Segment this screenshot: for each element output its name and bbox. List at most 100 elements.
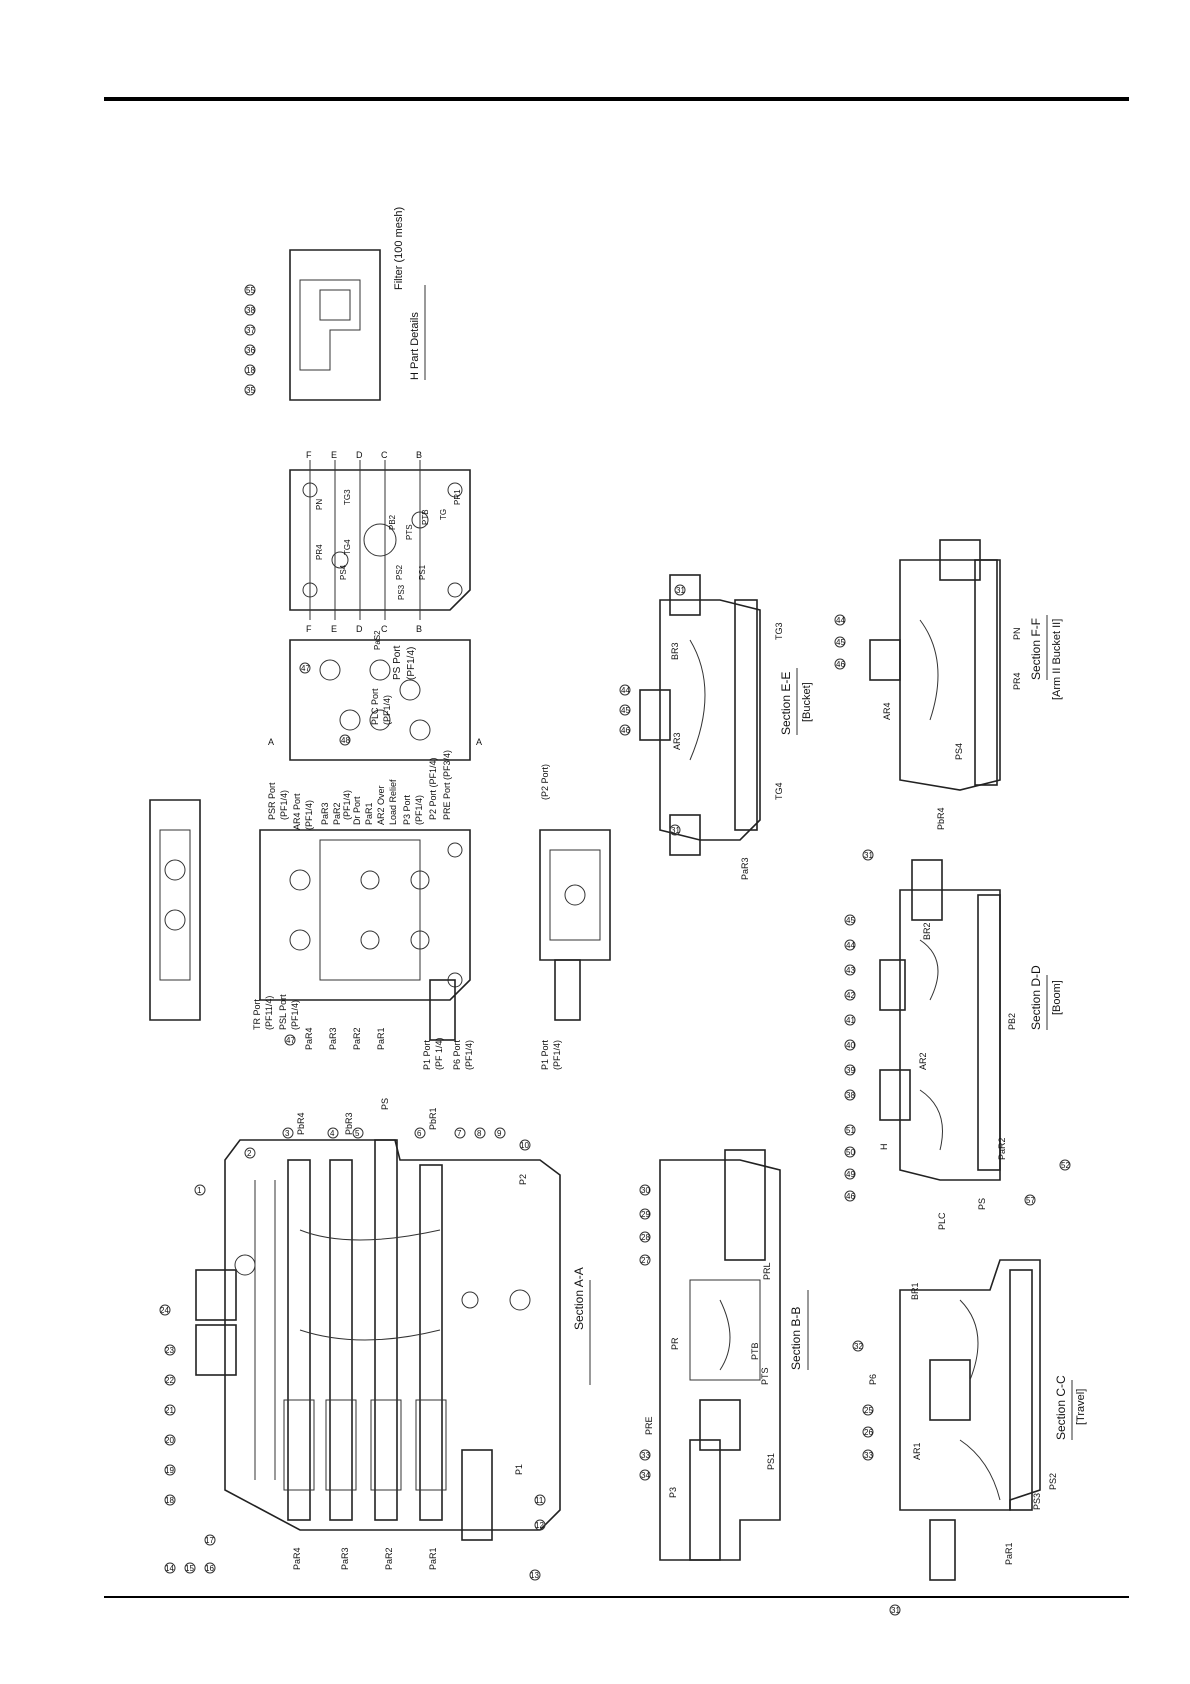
svg-text:(PF1/4): (PF1/4): [382, 695, 392, 725]
svg-text:PR4: PR4: [315, 544, 324, 560]
svg-text:31: 31: [671, 826, 680, 835]
svg-text:H: H: [879, 1144, 889, 1151]
svg-text:P2: P2: [518, 1174, 528, 1185]
svg-text:27: 27: [641, 1256, 650, 1265]
svg-text:(PF1/4): (PF1/4): [552, 1040, 562, 1070]
svg-text:51: 51: [846, 1126, 855, 1135]
svg-text:PS3: PS3: [397, 584, 406, 600]
svg-text:A: A: [476, 737, 482, 747]
svg-text:46: 46: [621, 726, 630, 735]
svg-text:PaR3: PaR3: [340, 1547, 350, 1570]
section-a-a: Section A-A PaR4 PaR3 PaR2 PaR1 PbR4 PbR…: [159, 1098, 591, 1581]
svg-text:PbR4: PbR4: [296, 1112, 306, 1135]
svg-text:29: 29: [641, 1210, 650, 1219]
svg-text:E: E: [331, 624, 337, 634]
section-e-e: Section E-E [Bucket] BR3 AR3 PaR3 TG3 TG…: [619, 574, 813, 880]
svg-text:PRE: PRE: [644, 1416, 654, 1435]
svg-text:PS2: PS2: [395, 564, 404, 580]
svg-text:PaR4: PaR4: [292, 1547, 302, 1570]
svg-text:18: 18: [246, 366, 255, 375]
svg-text:TG3: TG3: [774, 622, 784, 640]
svg-text:40: 40: [846, 1041, 855, 1050]
svg-text:26: 26: [864, 1428, 873, 1437]
svg-text:PaR1: PaR1: [428, 1547, 438, 1570]
svg-text:11: 11: [535, 1496, 544, 1505]
svg-text:(PF11/4): (PF11/4): [264, 996, 274, 1030]
svg-text:48: 48: [341, 736, 350, 745]
svg-text:(PF1/4): (PF1/4): [464, 1040, 474, 1070]
section-d-d-title: Section D-D: [1029, 965, 1043, 1030]
svg-text:PSL Port: PSL Port: [278, 994, 288, 1030]
svg-text:PLC Port: PLC Port: [370, 688, 380, 725]
svg-text:AR4: AR4: [882, 702, 892, 720]
svg-text:PRL: PRL: [762, 1262, 772, 1280]
svg-text:3: 3: [285, 1129, 290, 1138]
svg-text:22: 22: [165, 1376, 174, 1385]
svg-text:PLC: PLC: [937, 1212, 947, 1230]
svg-text:PR1: PR1: [453, 489, 462, 505]
svg-text:2: 2: [247, 1149, 252, 1158]
svg-text:21: 21: [165, 1406, 174, 1415]
svg-text:PaR2: PaR2: [332, 802, 342, 825]
svg-text:BR3: BR3: [670, 642, 680, 660]
svg-text:47: 47: [286, 1036, 295, 1045]
h-part-title: H Part Details: [409, 312, 421, 380]
svg-text:F: F: [306, 624, 312, 634]
svg-text:33: 33: [641, 1451, 650, 1460]
svg-text:20: 20: [165, 1436, 174, 1445]
svg-text:39: 39: [846, 1066, 855, 1075]
svg-text:49: 49: [846, 1170, 855, 1179]
svg-text:PTS: PTS: [760, 1367, 770, 1385]
svg-text:PN: PN: [1012, 627, 1022, 640]
svg-text:PaR3: PaR3: [740, 857, 750, 880]
svg-text:PaR4: PaR4: [304, 1027, 314, 1050]
spool-1: [283, 1159, 315, 1521]
svg-text:(PF1/4): (PF1/4): [342, 790, 352, 820]
svg-text:B: B: [416, 624, 422, 634]
svg-text:P6: P6: [868, 1374, 878, 1385]
svg-text:25: 25: [864, 1406, 873, 1415]
svg-text:[Travel]: [Travel]: [1075, 1389, 1087, 1425]
rear-view: PS Port (PF1/4) PaS2 A A 47 48: [268, 630, 482, 761]
svg-text:E: E: [331, 450, 337, 460]
svg-text:31: 31: [891, 1606, 900, 1615]
svg-text:1: 1: [197, 1186, 202, 1195]
svg-text:PaR2: PaR2: [384, 1547, 394, 1570]
svg-text:17: 17: [205, 1536, 214, 1545]
svg-text:PR: PR: [670, 1337, 680, 1350]
svg-text:PS: PS: [380, 1098, 390, 1110]
svg-text:(P2 Port): (P2 Port): [540, 764, 550, 800]
svg-text:PS: PS: [977, 1198, 987, 1210]
svg-text:PaR1: PaR1: [364, 802, 374, 825]
svg-text:19: 19: [165, 1466, 174, 1475]
svg-text:9: 9: [497, 1129, 502, 1138]
svg-text:15: 15: [185, 1564, 194, 1573]
svg-text:34: 34: [641, 1471, 650, 1480]
svg-text:5: 5: [355, 1129, 360, 1138]
svg-text:14: 14: [165, 1564, 174, 1573]
svg-text:16: 16: [205, 1564, 214, 1573]
svg-text:F: F: [306, 450, 312, 460]
svg-text:PbR1: PbR1: [428, 1107, 438, 1130]
svg-text:(PF1/4): (PF1/4): [406, 647, 417, 680]
svg-text:(PF 1/4): (PF 1/4): [434, 1037, 444, 1070]
svg-text:TG4: TG4: [774, 782, 784, 800]
spool-4: [415, 1164, 447, 1521]
svg-text:32: 32: [854, 1342, 863, 1351]
svg-text:57: 57: [1026, 1196, 1035, 1205]
spool-3: [370, 1139, 402, 1521]
section-f-f: Section F-F [Arm II Bucket II] PN PR4 AR…: [834, 539, 1063, 830]
svg-text:PRE Port (PF3/4): PRE Port (PF3/4): [442, 750, 452, 820]
svg-text:PaR3: PaR3: [320, 802, 330, 825]
svg-text:PS3: PS3: [1032, 1493, 1042, 1510]
side-view: [149, 799, 201, 1021]
svg-text:A: A: [268, 737, 274, 747]
svg-text:PaR2: PaR2: [352, 1027, 362, 1050]
svg-text:45: 45: [621, 706, 630, 715]
svg-text:AR3: AR3: [672, 732, 682, 750]
svg-text:TG3: TG3: [343, 489, 352, 505]
svg-text:18: 18: [165, 1496, 174, 1505]
main-port-view: PSR Port (PF1/4) AR4 Port (PF1/4) PaR3 P…: [252, 688, 562, 1070]
svg-text:36: 36: [246, 346, 255, 355]
svg-text:P6 Port: P6 Port: [452, 1039, 462, 1070]
